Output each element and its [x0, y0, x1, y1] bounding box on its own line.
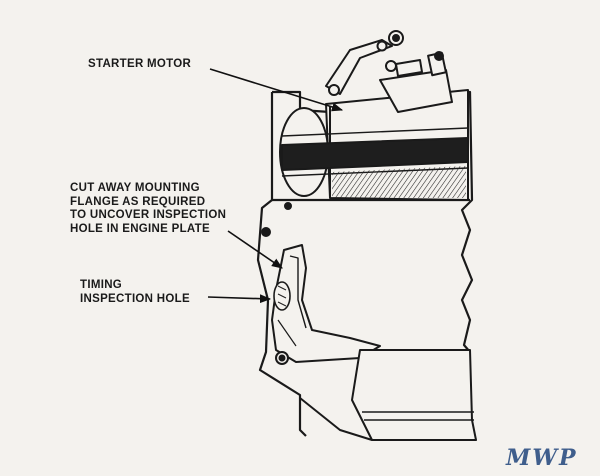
timing-hole-label: TIMING INSPECTION HOLE	[80, 279, 190, 306]
flywheel-housing	[299, 349, 477, 441]
starter-motor-label-text: STARTER MOTOR	[88, 58, 192, 70]
starter-motor-leader	[209, 68, 344, 112]
starter-motor-label: STARTER MOTOR	[88, 58, 191, 72]
timing-hole-label-line: TIMING	[80, 279, 123, 291]
leader-lines	[207, 68, 344, 304]
timing-hole-leader	[207, 294, 272, 304]
mounting-flange-label-line: CUT AWAY MOUNTING	[70, 182, 200, 194]
mounting-flange-label-line: TO UNCOVER INSPECTION	[70, 209, 227, 221]
mounting-flange-label: CUT AWAY MOUNTING FLANGE AS REQUIRED TO …	[70, 182, 226, 236]
mounting-flange	[261, 202, 381, 365]
starter-motor	[279, 30, 469, 201]
timing-inspection-hole	[273, 281, 291, 311]
watermark-signature: MWP	[506, 445, 578, 471]
mounting-flange-label-line: HOLE IN ENGINE PLATE	[70, 222, 210, 235]
flange-leader	[227, 230, 283, 269]
timing-hole-label-line: INSPECTION HOLE	[80, 292, 190, 305]
mounting-flange-label-line: FLANGE AS REQUIRED	[70, 195, 206, 208]
